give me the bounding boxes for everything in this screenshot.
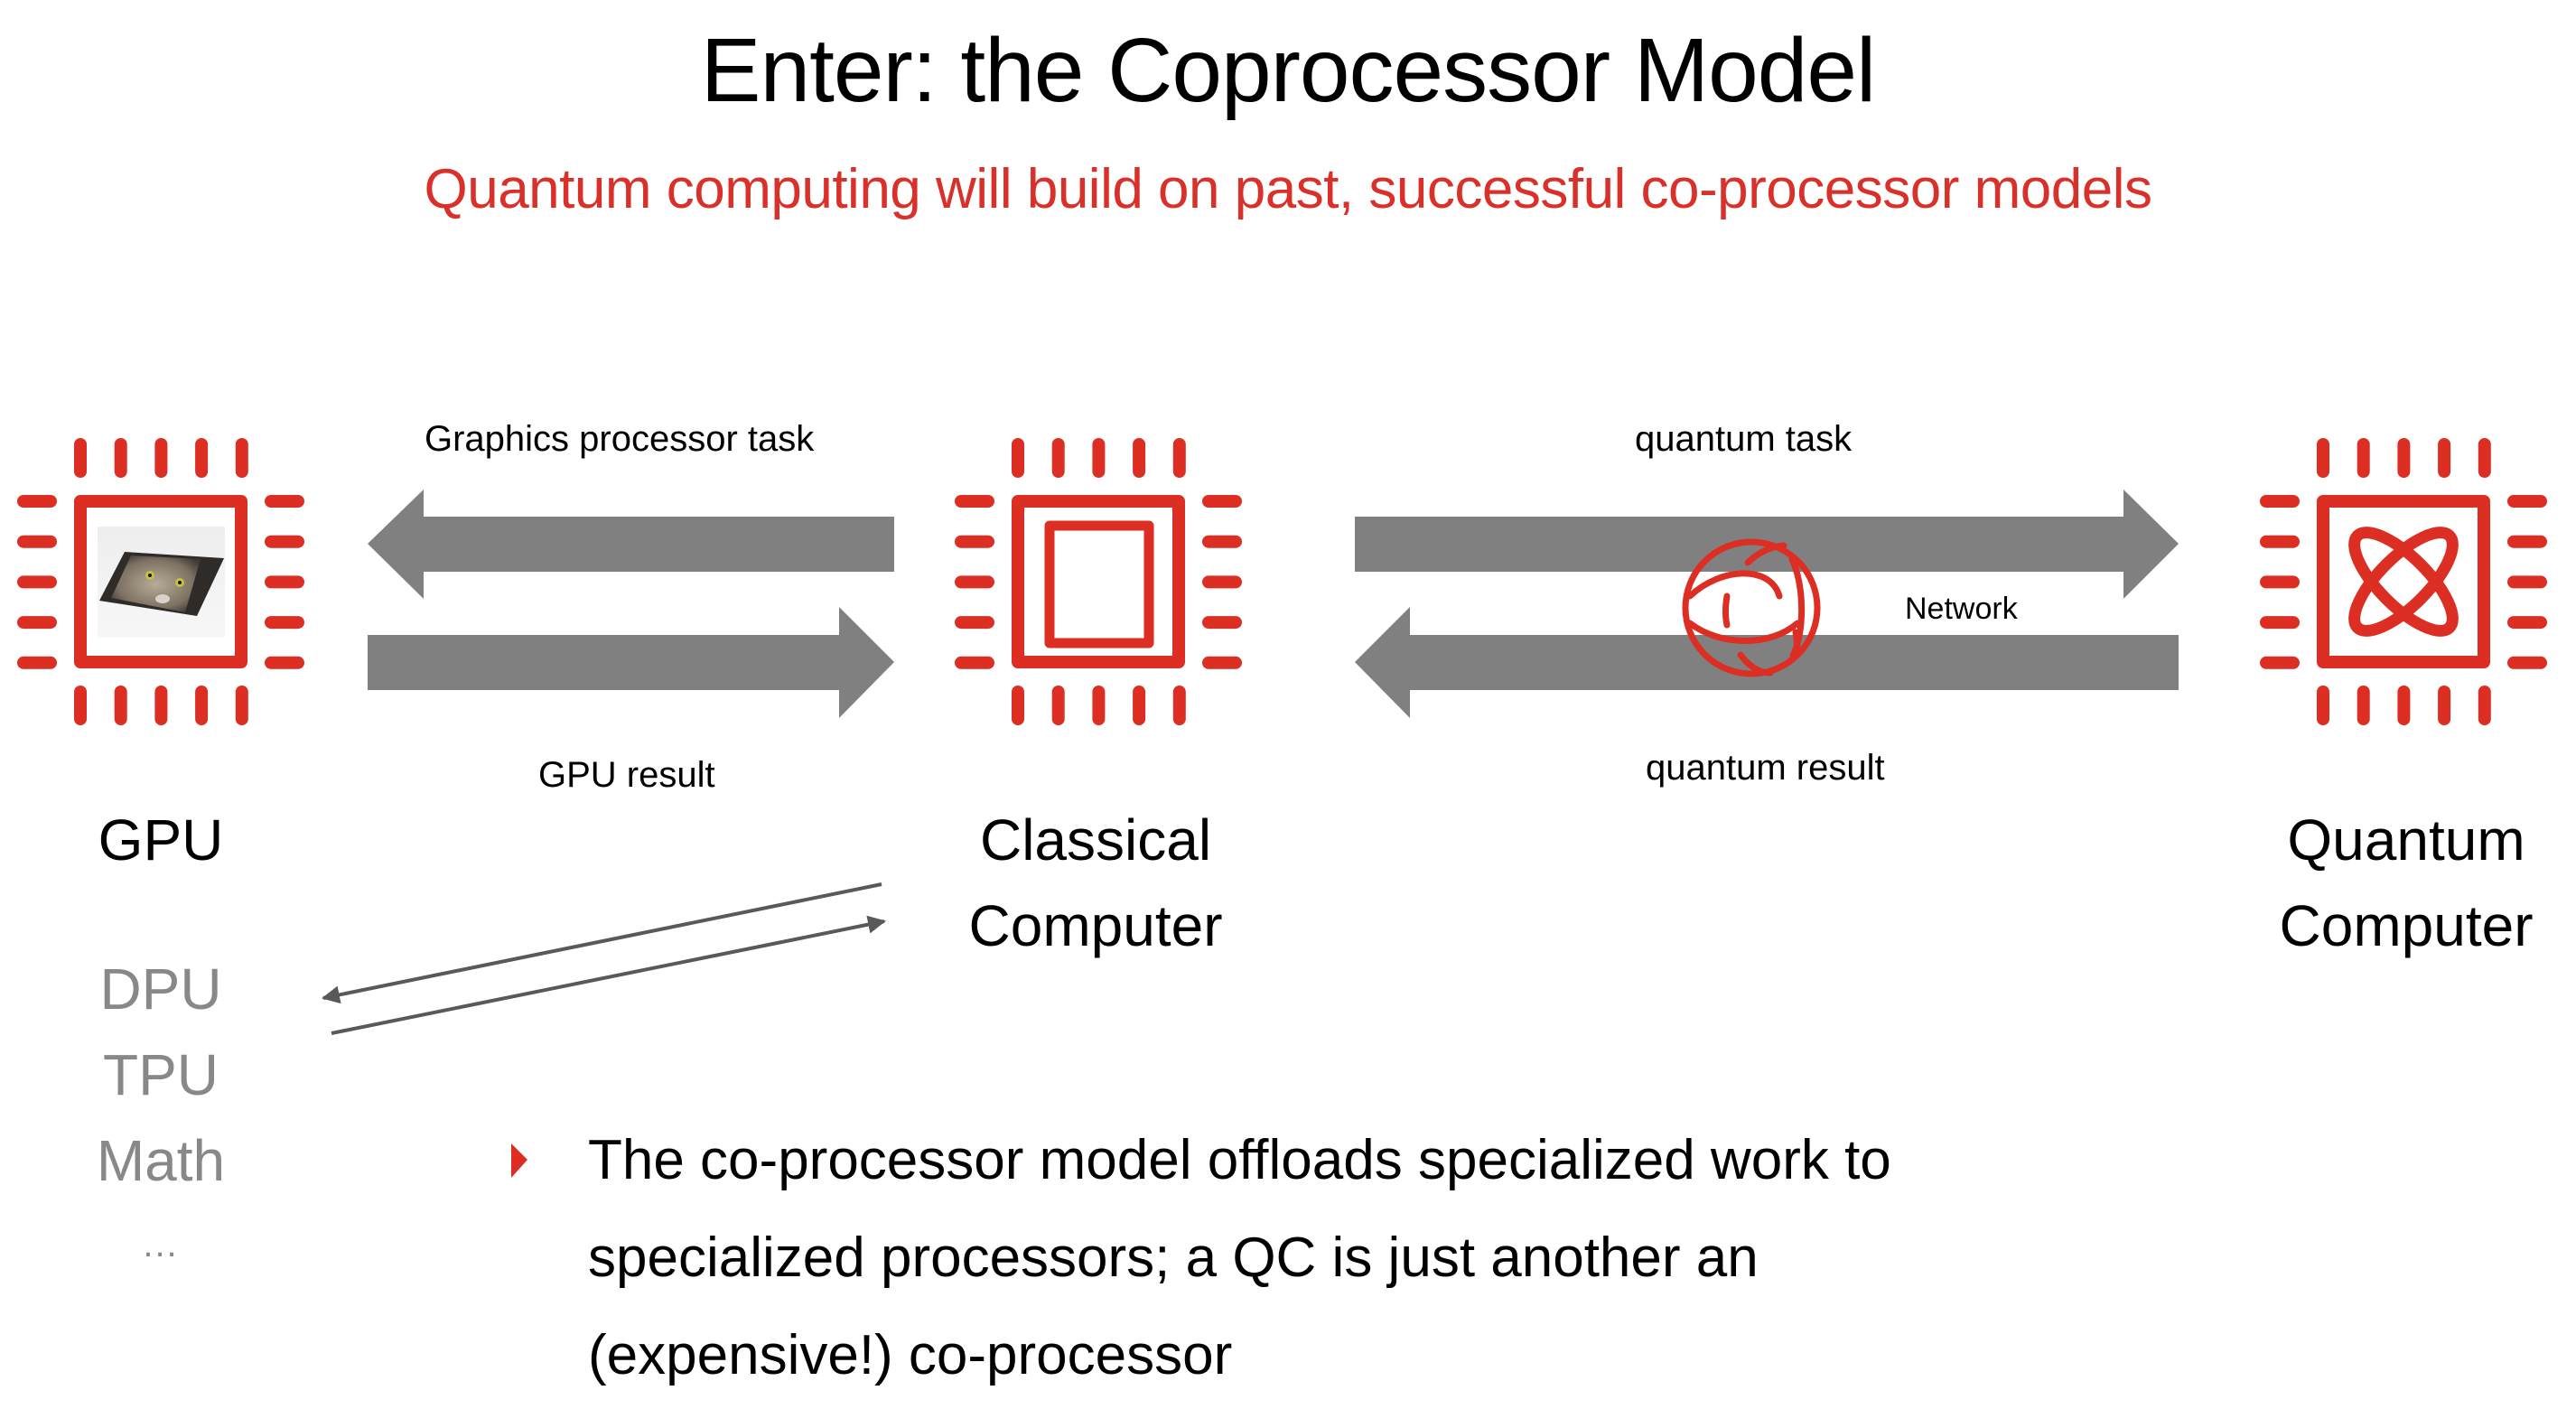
slide-subtitle: Quantum computing will build on past, su… xyxy=(424,158,2152,220)
classical-computer-label-line2: Computer xyxy=(968,893,1223,958)
gpu-result-arrow xyxy=(368,607,894,718)
quantum-task-label: quantum task xyxy=(1635,419,1853,459)
quantum-result-arrow xyxy=(1355,607,2179,718)
bullet-text: The co-processor model offloads speciali… xyxy=(588,1129,1891,1386)
other-processor-item: TPU xyxy=(103,1042,219,1107)
chip-core xyxy=(1044,520,1154,649)
globe-icon xyxy=(1682,538,1821,677)
chip-body xyxy=(1012,495,1185,668)
gpu-task-label: Graphics processor task xyxy=(425,419,815,459)
gpu-chip-icon xyxy=(17,438,304,725)
quantum-result-label: quantum result xyxy=(1646,748,1885,788)
quantum-computer-label-line1: Quantum xyxy=(2287,807,2525,872)
atom-icon xyxy=(2348,527,2459,637)
network-label: Network xyxy=(1905,592,2018,626)
offload-arrow-from-others xyxy=(331,915,886,1035)
cpu-chip-icon xyxy=(955,438,1242,725)
cat-image xyxy=(98,527,225,638)
quantum-chip-icon xyxy=(2260,438,2547,725)
other-processor-ellipsis: ... xyxy=(143,1225,179,1264)
chip-body xyxy=(74,495,247,668)
quantum-computer-label-line2: Computer xyxy=(2279,893,2534,958)
slide-title: Enter: the Coprocessor Model xyxy=(700,20,1876,121)
bullet-triangle-icon xyxy=(511,1143,527,1178)
offload-arrow-to-others xyxy=(322,882,882,1004)
chip-body xyxy=(2317,495,2490,668)
gpu-label: GPU xyxy=(98,807,224,872)
classical-computer-label-line1: Classical xyxy=(979,807,1212,872)
other-processor-item: Math xyxy=(96,1128,226,1193)
gpu-task-arrow xyxy=(368,490,894,599)
other-processor-item: DPU xyxy=(99,956,222,1022)
gpu-result-label: GPU result xyxy=(538,755,715,795)
